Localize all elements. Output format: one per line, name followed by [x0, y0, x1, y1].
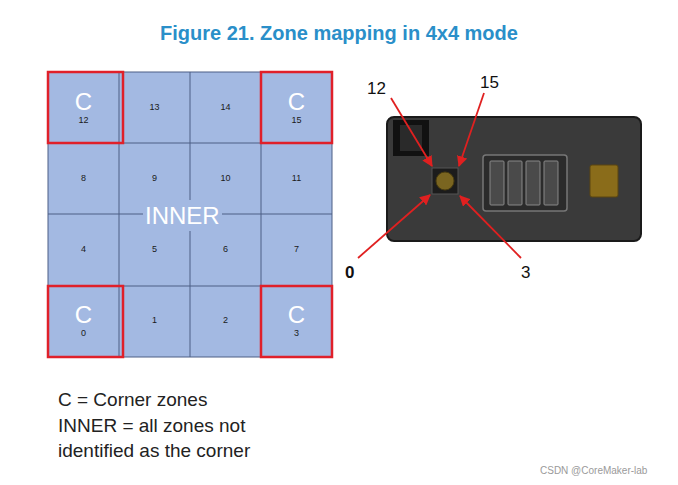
zone-number: 15 [291, 116, 301, 126]
callout-number: 3 [521, 262, 530, 284]
zone-number: 2 [223, 316, 228, 326]
corner-mark: C [75, 303, 92, 327]
zone-cell: 11 [261, 143, 332, 214]
connector-pin [508, 161, 522, 205]
corner-outline [48, 72, 332, 357]
zone-cell: 14 [190, 72, 261, 143]
zone-number: 3 [294, 329, 299, 339]
zone-cell: 2 [190, 285, 261, 356]
zone-grid [48, 72, 332, 357]
zone-number: 7 [294, 245, 299, 255]
gold-pad [590, 165, 618, 197]
corner-mark: C [288, 90, 305, 114]
callout-number: 15 [480, 72, 499, 94]
connector-pin [544, 161, 558, 205]
grid-lines [48, 72, 332, 357]
zone-number: 5 [152, 245, 157, 255]
zone-cell: 13 [119, 72, 190, 143]
corner-zone: C 12 [48, 72, 119, 143]
sensor-chip [432, 168, 458, 194]
legend-note: C = Corner zones [58, 388, 207, 413]
corner-zone: C3 [261, 285, 332, 356]
zone-number: 9 [152, 174, 157, 184]
connector [483, 155, 567, 211]
zone-number: 6 [223, 245, 228, 255]
connector-pins [490, 161, 558, 205]
callout-number: 0 [345, 262, 354, 284]
zone-number: 10 [220, 174, 230, 184]
corner-zone: C 15 [261, 72, 332, 143]
legend-note: INNER = all zones not identified as the … [58, 414, 308, 463]
black-component [400, 125, 422, 151]
zone-number: 4 [81, 245, 86, 255]
zone-number: 1 [152, 316, 157, 326]
sensor-board [387, 117, 641, 241]
zone-number: 13 [149, 103, 159, 113]
connector-pin [526, 161, 540, 205]
zone-cell: 7 [261, 214, 332, 285]
inner-label: INNER [143, 200, 222, 231]
corner-mark: C [75, 90, 92, 114]
zone-number: 12 [78, 116, 88, 126]
zone-number: 0 [81, 329, 86, 339]
zone-cell: 8 [48, 143, 119, 214]
corner-mark: C [288, 303, 305, 327]
zone-cell: 4 [48, 214, 119, 285]
zone-number: 11 [292, 174, 301, 184]
zone-number: 8 [81, 174, 86, 184]
sensor-lens [436, 172, 454, 190]
corner-zone: C0 [48, 285, 119, 356]
callout-number: 12 [367, 78, 386, 100]
leader-line [358, 93, 521, 258]
zone-cell: 1 [119, 285, 190, 356]
connector-pin [490, 161, 504, 205]
figure-title: Figure 21. Zone mapping in 4x4 mode [0, 22, 678, 45]
watermark: CSDN @CoreMaker-lab [540, 464, 647, 477]
zone-number: 14 [220, 103, 230, 113]
